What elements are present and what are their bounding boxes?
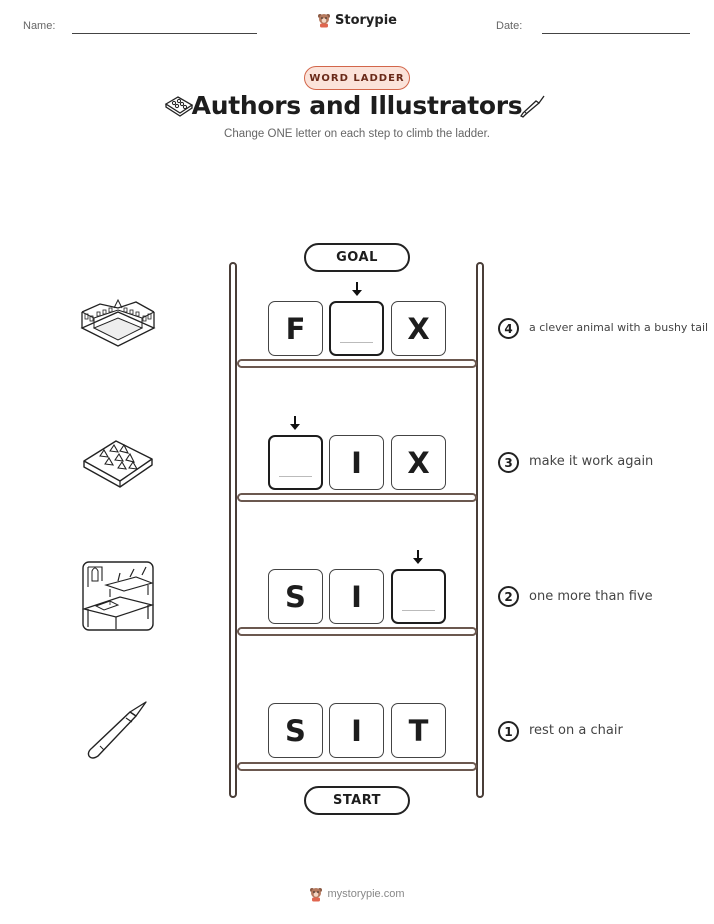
instructions: Change ONE letter on each step to climb … (224, 128, 490, 140)
palette-icon (164, 96, 194, 117)
letter-blank[interactable] (329, 301, 384, 356)
letter-tile: T (391, 703, 446, 758)
letter-blank[interactable] (268, 435, 323, 490)
letter-tile: F (268, 301, 323, 356)
clue-text: a clever animal with a bushy tail (529, 321, 709, 334)
ladder-rung (237, 493, 477, 502)
step-number: 4 (498, 318, 519, 339)
brand-name: Storypie (335, 12, 397, 28)
letter-tile: I (329, 703, 384, 758)
ladder-rung (237, 762, 477, 771)
step-number: 3 (498, 452, 519, 473)
ladder-rail-right (476, 262, 484, 798)
step-number: 2 (498, 586, 519, 607)
name-field[interactable] (72, 33, 257, 34)
brand-logo: Storypie (0, 12, 714, 28)
craft-knife-icon (87, 701, 147, 759)
arrow-down-icon (413, 550, 423, 564)
goal-label: GOAL (304, 243, 410, 272)
bear-mascot-icon (318, 14, 330, 28)
letter-tile: I (329, 435, 384, 490)
letter-tile: X (391, 301, 446, 356)
letter-blank[interactable] (391, 569, 446, 624)
brush-icon (520, 95, 545, 118)
watercolor-palette-icon (83, 440, 153, 488)
ladder-rail-left (229, 262, 237, 798)
word-ladder-badge: WORD LADDER (304, 66, 410, 90)
letter-tile: S (268, 569, 323, 624)
ladder-rung (237, 359, 477, 368)
name-label: Name: (23, 20, 56, 32)
clue-text: make it work again (529, 454, 654, 469)
footer: mystorypie.com (0, 886, 714, 902)
start-label: START (304, 786, 410, 815)
arrow-down-icon (352, 282, 362, 296)
step-number: 1 (498, 721, 519, 742)
date-field[interactable] (542, 33, 690, 34)
letter-tile: I (329, 569, 384, 624)
bear-mascot-icon (310, 888, 323, 902)
page-title: Authors and Illustrators (191, 91, 523, 120)
clue-text: rest on a chair (529, 723, 623, 738)
clue-text: one more than five (529, 589, 653, 604)
arrow-down-icon (290, 416, 300, 430)
ladder-rung (237, 627, 477, 636)
footer-url[interactable]: mystorypie.com (327, 888, 405, 900)
art-classroom-icon (82, 561, 154, 631)
date-label: Date: (496, 20, 523, 32)
letter-tile: X (391, 435, 446, 490)
museum-building-icon (80, 298, 156, 347)
letter-tile: S (268, 703, 323, 758)
